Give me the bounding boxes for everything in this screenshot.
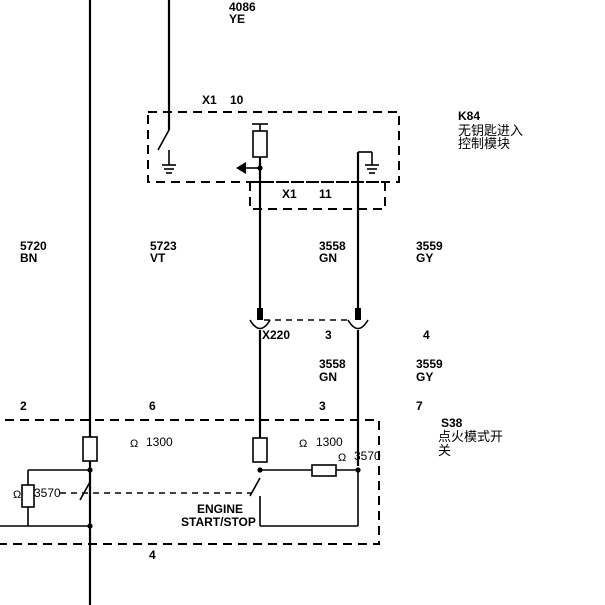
wire-3559-upper-id: 3559 (416, 239, 443, 253)
k84-connector-x1-11-pin: 11 (319, 187, 332, 201)
wire-3559-lower-color: GY (416, 370, 433, 384)
k84-switch-blade (157, 129, 170, 151)
x220-pin-right: 4 (423, 328, 430, 342)
wire-4086-id: 4086 (229, 0, 256, 14)
junction-dot (87, 523, 93, 529)
s38-pin-3: 3 (319, 399, 326, 413)
k84-connector-x1-10-name: X1 (202, 93, 217, 107)
s38-switch-blade-left (79, 481, 91, 501)
s38-pin-6: 6 (149, 399, 156, 413)
s38-resistor-3570-right (311, 464, 337, 477)
s38-pin-4: 4 (149, 548, 156, 562)
s38-resistor-1300-right-symbol: Ω (299, 438, 307, 450)
k84-name-line2: 控制模块 (458, 136, 510, 151)
s38-resistor-1300-right (252, 437, 268, 463)
s38-resistor-3570-left-symbol: Ω (13, 489, 21, 501)
s38-resistor-1300-left (82, 436, 98, 462)
x220-pin-right-body (355, 308, 361, 320)
k84-pullup-resistor (252, 130, 268, 158)
ground-icon (162, 164, 176, 174)
junction-dot (257, 165, 263, 171)
k84-ref: K84 (458, 109, 480, 123)
s38-resistor-1300-right-value: 1300 (316, 435, 343, 449)
wire-3558-upper-id: 3558 (319, 239, 346, 253)
s38-resistor-3570-right-symbol: Ω (338, 452, 346, 464)
k84-connector-x1-10-pin: 10 (230, 93, 244, 107)
s38-name-line2: 关 (438, 443, 451, 458)
s38-resistor-1300-left-value: 1300 (146, 435, 173, 449)
s38-resistor-1300-left-symbol: Ω (130, 438, 138, 450)
s38-pin-7: 7 (416, 399, 423, 413)
wire-5720-color: BN (20, 251, 37, 265)
x220-pin-left: 3 (325, 328, 332, 342)
s38-resistor-3570-left (21, 484, 35, 508)
ground-icon (365, 164, 379, 174)
wire-3558-lower-color: GN (319, 370, 337, 384)
arrow-left-icon (236, 162, 246, 174)
wire-3559-lower-id: 3559 (416, 357, 443, 371)
x220-pin-left-body (257, 308, 263, 320)
module-k84-outline (147, 111, 400, 183)
k84-connector-x1-11-name: X1 (282, 187, 297, 201)
wire-3558-upper-color: GN (319, 251, 337, 265)
x220-name: X220 (262, 328, 290, 342)
wire-3558-lower-id: 3558 (319, 357, 346, 371)
wire-4086-color: YE (229, 12, 245, 26)
x220-socket-left (249, 319, 271, 330)
wire-3559-upper-color: GY (416, 251, 433, 265)
x220-socket-right (347, 319, 369, 330)
s38-button-label-line1: ENGINE (197, 502, 243, 516)
s38-ref: S38 (441, 416, 463, 430)
s38-name-line1: 点火模式开 (438, 429, 503, 444)
module-k84-connector-x1-11 (249, 181, 386, 210)
s38-resistor-3570-left-value: 3570 (34, 486, 61, 500)
wire-5723-id: 5723 (150, 239, 177, 253)
s38-button-label-line2: START/STOP (181, 515, 256, 529)
s38-pin-2: 2 (20, 399, 27, 413)
wire-5720-id: 5720 (20, 239, 47, 253)
k84-name-line1: 无钥匙进入 (458, 123, 523, 138)
s38-resistor-3570-right-value: 3570 (354, 449, 381, 463)
switch-s38-outline (0, 419, 380, 545)
wire-5723-color: VT (150, 251, 166, 265)
